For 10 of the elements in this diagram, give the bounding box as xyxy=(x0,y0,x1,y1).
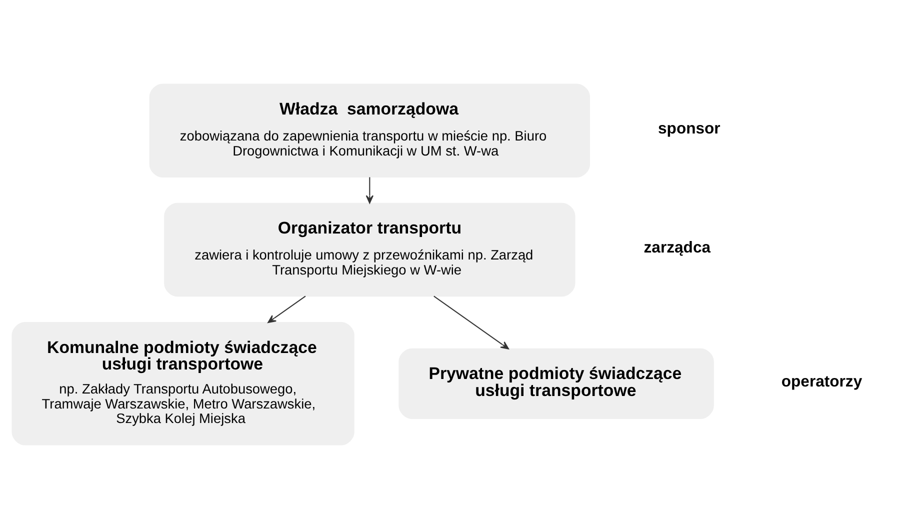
arrow xyxy=(434,295,509,349)
node-box: Komunalne podmioty świadczące usługi transportowe np. Zakłady Transportu Autobusowego, Tramwaje Warszawskie, Metro Warszawskie, Szybka Kolej Miejska xyxy=(12,321,354,445)
node-box: Organizator transportu zawiera i kontroluje umowy z przewoźnikami np. Zarząd Transportu Miejskiego w W-wie xyxy=(164,202,576,296)
arrow xyxy=(366,176,374,204)
arrow xyxy=(268,295,306,323)
node-box: Prywatne podmioty świadczące usługi transportowe xyxy=(398,348,714,418)
label: sponsor xyxy=(658,120,720,137)
label: zarządca xyxy=(644,238,711,256)
node-box: Władza samorządowa zobowiązana do zapewnienia transportu w mieście np. Biuro Drogownictwa i Komunikacji w UM st. W-wa xyxy=(149,83,590,178)
label: operatorzy xyxy=(781,372,862,390)
